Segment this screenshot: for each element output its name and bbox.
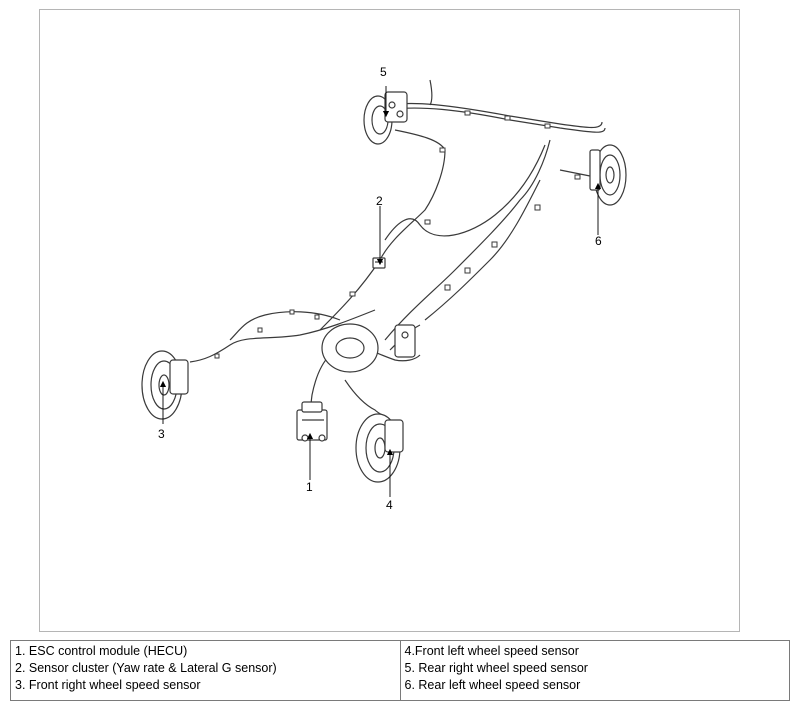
callout-2: 2	[376, 194, 383, 208]
legend-table: 1. ESC control module (HECU) 2. Sensor c…	[10, 640, 790, 701]
leader-lines	[159, 86, 602, 497]
legend-item-2: 2. Sensor cluster (Yaw rate & Lateral G …	[15, 661, 277, 675]
legend-row: 1. ESC control module (HECU) 2. Sensor c…	[10, 640, 790, 701]
rear-right-brake	[363, 91, 408, 145]
rear-left-brake	[589, 144, 627, 206]
line-clips	[214, 110, 581, 359]
legend-item-6: 6. Rear left wheel speed sensor	[404, 678, 581, 692]
front-right-brake	[141, 350, 189, 420]
legend-item-5: 5. Rear right wheel speed sensor	[404, 661, 588, 675]
front-left-brake	[355, 413, 404, 483]
esc-control-module	[296, 401, 328, 442]
legend-right-cell: 4.Front left wheel speed sensor 5. Rear …	[399, 640, 790, 701]
brake-lines	[189, 79, 611, 431]
callout-5: 5	[380, 65, 387, 79]
diagram-frame: 5 2 6 3 1 4	[39, 9, 740, 632]
callout-3: 3	[158, 427, 165, 441]
brake-system-diagram: 5 2 6 3 1 4	[141, 65, 627, 512]
legend-item-3: 3. Front right wheel speed sensor	[15, 678, 201, 692]
brake-booster	[321, 323, 416, 373]
callout-1: 1	[306, 480, 313, 494]
callout-6: 6	[595, 234, 602, 248]
legend-left-cell: 1. ESC control module (HECU) 2. Sensor c…	[10, 640, 401, 701]
legend-item-4: 4.Front left wheel speed sensor	[404, 644, 579, 658]
callout-4: 4	[386, 498, 393, 512]
legend-item-1: 1. ESC control module (HECU)	[15, 644, 188, 658]
sensor-cluster	[372, 257, 386, 269]
